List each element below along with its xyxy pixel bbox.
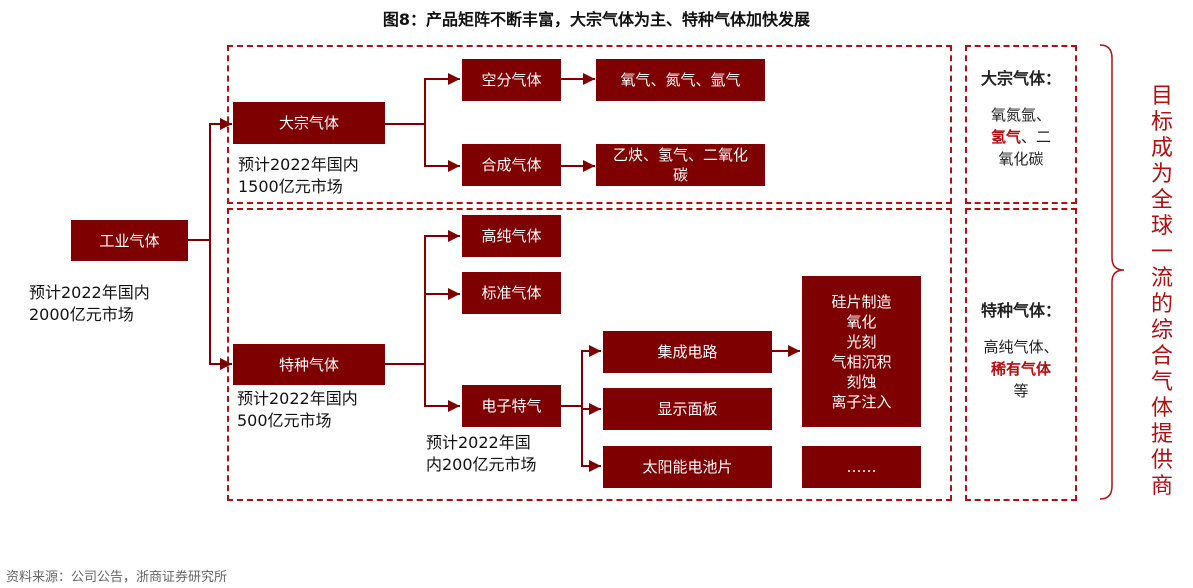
bulk-summary-frame xyxy=(965,45,1077,204)
electronic-note: 预计2022年国 内200亿元市场 xyxy=(426,432,537,476)
node-special-gas: 特种气体 xyxy=(233,344,385,385)
special-summary: 特种气体： 高纯气体、 稀有气体 等 xyxy=(967,300,1075,402)
node-label: 特种气体 xyxy=(278,355,339,374)
node-high-purity-gas: 高纯气体 xyxy=(462,215,561,257)
node-integrated-circuit: 集成电路 xyxy=(603,331,772,373)
bulk-to-children xyxy=(385,73,460,125)
note-line: 1500亿元市场 xyxy=(238,177,343,196)
special-group-frame xyxy=(227,208,952,501)
node-solar-cell: 太阳能电池片 xyxy=(603,446,772,488)
figure-title: 图8：产品矩阵不断丰富，大宗气体为主、特种气体加快发展 xyxy=(382,10,811,29)
note-line: 预计2022年国内 xyxy=(238,155,359,174)
bulk-summary: 大宗气体： 氧氮氩、 氢气、二 氧化碳 xyxy=(967,68,1075,170)
node-ic-processes: 硅片制造 氧化 光刻 气相沉积 刻蚀 离子注入 xyxy=(802,276,921,427)
root-to-special xyxy=(209,240,232,370)
bulk-note: 预计2022年国内 1500亿元市场 xyxy=(238,154,359,198)
summary-text: 、二 xyxy=(1021,128,1052,146)
note-line: 预计2022年国内 xyxy=(237,389,358,408)
node-label: 合成气体 xyxy=(481,156,542,174)
note-line: 500亿元市场 xyxy=(237,411,332,430)
note-line: 预计2022年国 xyxy=(426,433,531,452)
node-label: …… xyxy=(846,458,877,476)
summary-text: 氧化碳 xyxy=(998,150,1044,168)
node-display-panel: 显示面板 xyxy=(603,388,772,430)
special-note: 预计2022年国内 500亿元市场 xyxy=(237,388,358,432)
bulk-summary-title: 大宗气体： xyxy=(980,69,1061,88)
special-summary-title: 特种气体： xyxy=(980,301,1061,320)
node-label: 标准气体 xyxy=(481,284,542,302)
node-air-separation-detail: 氧气、氮气、氩气 xyxy=(596,59,765,101)
node-industrial-gas: 工业气体 xyxy=(71,220,188,261)
summary-text: 等 xyxy=(1013,382,1029,400)
node-label: 太阳能电池片 xyxy=(642,458,733,476)
node-label: 大宗气体 xyxy=(278,114,339,132)
process-item: 刻蚀 xyxy=(846,372,877,391)
node-label: 电子特气 xyxy=(481,397,542,415)
process-item: 光刻 xyxy=(846,332,877,351)
note-line: 内200亿元市场 xyxy=(426,455,537,474)
highlight-rare-gas: 稀有气体 xyxy=(990,360,1051,378)
process-item: 氧化 xyxy=(846,312,877,331)
note-line: 预计2022年国内 xyxy=(29,283,150,302)
node-bulk-gas: 大宗气体 xyxy=(233,102,385,144)
process-item: 气相沉积 xyxy=(831,352,892,371)
note-line: 2000亿元市场 xyxy=(29,305,134,324)
special-to-children xyxy=(385,230,460,365)
highlight-hydrogen: 氢气 xyxy=(990,128,1021,146)
goal-brace xyxy=(1099,44,1125,500)
node-label: 空分气体 xyxy=(481,71,542,89)
node-more: …… xyxy=(802,446,921,488)
node-label: 氧气、氮气、氩气 xyxy=(620,71,741,89)
summary-text: 氧氮氩、 xyxy=(990,106,1051,124)
process-item: 硅片制造 xyxy=(831,292,892,311)
root-note: 预计2022年国内 2000亿元市场 xyxy=(29,282,150,326)
special-summary-frame xyxy=(965,208,1077,501)
goal-vertical-text: 目标成为全球一流的综合气体提供商 xyxy=(1150,84,1173,499)
process-item: 离子注入 xyxy=(831,392,892,411)
summary-text: 高纯气体、 xyxy=(983,338,1059,356)
node-synthesis-gas: 合成气体 xyxy=(462,144,561,186)
electronic-to-apps xyxy=(560,345,601,407)
node-electronic-gas: 电子特气 xyxy=(462,385,561,427)
node-synthesis-detail: 乙炔、氢气、二氧化碳 xyxy=(596,144,765,186)
root-to-branches xyxy=(188,118,232,241)
node-label: 高纯气体 xyxy=(481,227,542,245)
node-label: 显示面板 xyxy=(657,400,718,418)
source-note: 资料来源：公司公告，浙商证券研究所 xyxy=(6,570,228,585)
node-label: 工业气体 xyxy=(99,231,160,250)
node-label: 乙炔、氢气、二氧化碳 xyxy=(612,146,748,184)
node-standard-gas: 标准气体 xyxy=(462,272,561,314)
node-air-separation: 空分气体 xyxy=(462,59,561,101)
node-label: 集成电路 xyxy=(657,343,718,361)
